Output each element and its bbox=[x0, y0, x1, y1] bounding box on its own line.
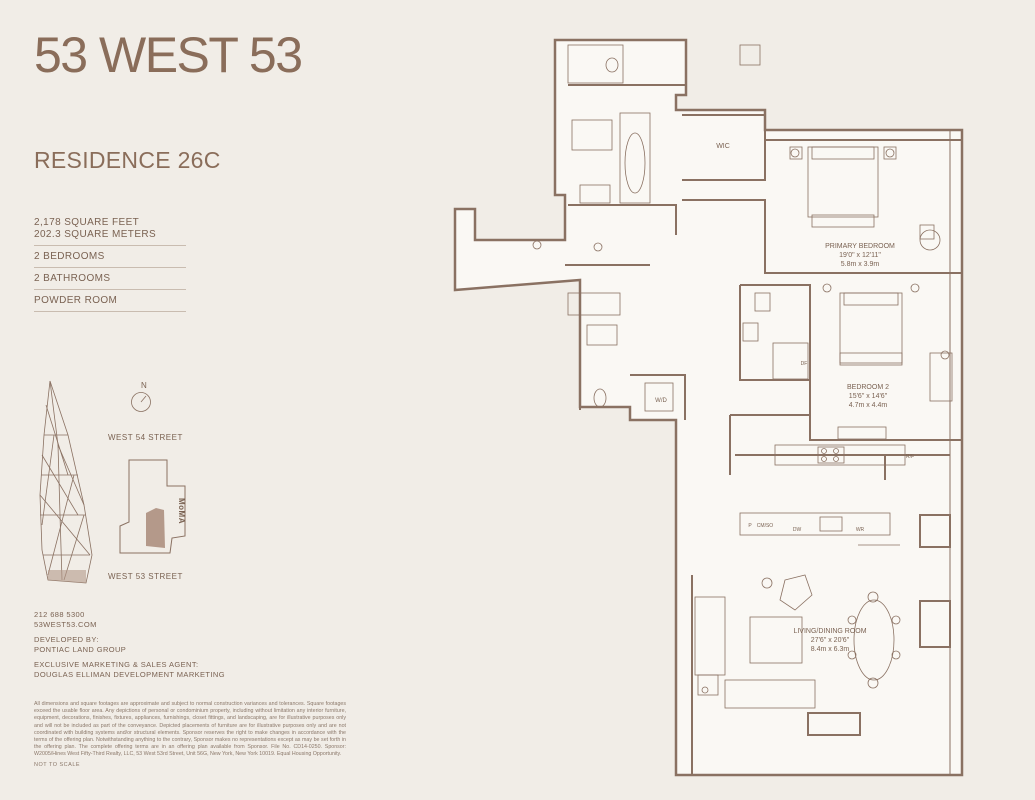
bedroom2-name: BEDROOM 2 bbox=[847, 384, 889, 391]
primary-bed bbox=[789, 146, 941, 251]
agent-name: DOUGLAS ELLIMAN DEVELOPMENT MARKETING bbox=[34, 669, 225, 679]
bottom-street-label: WEST 53 STREET bbox=[108, 572, 183, 581]
living-dining-name: LIVING/DINING ROOM bbox=[793, 628, 866, 635]
legal-disclaimer: All dimensions and square footages are a… bbox=[34, 701, 346, 758]
developer-name: PONTIAC LAND GROUP bbox=[34, 644, 127, 654]
spec-area: 2,178 SQUARE FEET 202.3 SQUARE METERS bbox=[34, 212, 186, 246]
primary-bedroom-dim-m: 5.8m x 3.9m bbox=[841, 261, 880, 268]
rf-label: R/F bbox=[906, 454, 914, 460]
north-label: N bbox=[141, 381, 148, 390]
contact-block: 212 688 5300 53WEST53.COM DEVELOPED BY: … bbox=[34, 610, 225, 679]
not-to-scale-note: NOT TO SCALE bbox=[34, 762, 81, 768]
wr-label: WR bbox=[856, 527, 865, 533]
website: 53WEST53.COM bbox=[34, 619, 97, 629]
unit-outline bbox=[453, 38, 964, 777]
cm-so-label: CM/SO bbox=[757, 523, 774, 529]
building-title: 53 WEST 53 bbox=[34, 27, 303, 83]
top-street-label: WEST 54 STREET bbox=[108, 433, 183, 442]
wd-label: W/D bbox=[655, 398, 667, 404]
agent-heading: EXCLUSIVE MARKETING & SALES AGENT: bbox=[34, 660, 199, 669]
spec-bathrooms-text: 2 BATHROOMS bbox=[34, 273, 111, 284]
spec-powder-room-text: POWDER ROOM bbox=[34, 295, 118, 306]
df-label: DF bbox=[801, 361, 808, 367]
unit-specs: 2,178 SQUARE FEET 202.3 SQUARE METERS 2 … bbox=[34, 212, 186, 312]
moma-label: MoMA bbox=[177, 498, 186, 524]
wic-label: WIC bbox=[716, 143, 730, 150]
floor-plan: WIC PRIMARY BEDROOM 19'0" x 12'11" 5.8m … bbox=[453, 38, 964, 777]
kitchen bbox=[739, 444, 906, 546]
site-map bbox=[119, 392, 186, 554]
living-dining-dim-m: 8.4m x 6.3m bbox=[811, 646, 850, 653]
developer-heading: DEVELOPED BY: bbox=[34, 635, 99, 644]
compass-icon bbox=[131, 392, 151, 412]
spec-bedrooms-text: 2 BEDROOMS bbox=[34, 251, 105, 262]
p-label: P bbox=[748, 523, 752, 529]
residence-title: RESIDENCE 26C bbox=[34, 147, 221, 173]
tower-illustration bbox=[39, 380, 93, 584]
bedroom2-dim-m: 4.7m x 4.4m bbox=[849, 402, 888, 409]
spec-square-meters: 202.3 SQUARE METERS bbox=[34, 229, 157, 240]
living-dining-dim-ft: 27'6" x 20'6" bbox=[811, 637, 850, 644]
bedroom2-dim-ft: 15'6" x 14'6" bbox=[849, 393, 888, 400]
spec-bedrooms: 2 BEDROOMS bbox=[34, 246, 186, 268]
primary-bedroom-name: PRIMARY BEDROOM bbox=[825, 243, 895, 250]
phone-number: 212 688 5300 bbox=[34, 610, 85, 619]
dw-label: DW bbox=[793, 527, 802, 533]
spec-powder-room: POWDER ROOM bbox=[34, 290, 186, 312]
spec-square-feet: 2,178 SQUARE FEET bbox=[34, 217, 140, 228]
bedroom2-bed bbox=[822, 283, 953, 440]
living-furniture bbox=[694, 574, 901, 709]
spec-bathrooms: 2 BATHROOMS bbox=[34, 268, 186, 290]
primary-bedroom-dim-ft: 19'0" x 12'11" bbox=[839, 252, 881, 259]
